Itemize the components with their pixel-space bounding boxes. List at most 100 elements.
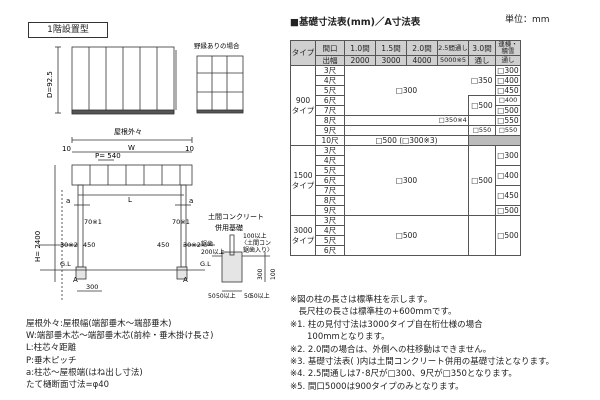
- cell-900-col6: □550: [495, 115, 521, 126]
- label-eave-outer: 屋根外々: [114, 127, 142, 136]
- header-col-label-bottom: 出幅: [315, 55, 345, 66]
- elevation-view: [38, 137, 215, 300]
- row-size: 3尺: [315, 215, 345, 226]
- cell-900-col6: □550: [495, 125, 521, 136]
- note-line: ※図の柱の長さは標準柱を示します。: [290, 295, 433, 305]
- left-notes: 屋根外々:屋根幅(端部垂木～端部垂木) W:端部垂木芯～端部垂木芯(前枠・垂木掛…: [26, 318, 213, 391]
- doma-sub: 50以上: [216, 292, 236, 300]
- cell-3000-main: □500: [344, 215, 469, 256]
- doma-sub2: 50以上: [250, 292, 270, 300]
- doma-100b: 100: [270, 268, 277, 280]
- header-col-4: 2.5間通し: [437, 40, 469, 56]
- row-size: 4尺: [315, 75, 345, 86]
- row-size: 3尺: [315, 65, 345, 76]
- cell-900-row10-na: [468, 135, 521, 146]
- label-GL-left: G.L: [60, 260, 71, 268]
- note-line: 長尺柱の長さは標準柱の+600mmです。: [290, 307, 457, 318]
- cell-900-col5c: □550: [468, 125, 496, 136]
- cell-900-col5-empty: [468, 115, 496, 126]
- row-size: 8尺: [315, 115, 345, 126]
- cell-900-col6: □500: [495, 105, 521, 116]
- label-70-right: 70※1: [172, 218, 190, 226]
- doma-50-left: 50: [208, 293, 216, 300]
- installation-diagram: D=92.5 野縁ありの場合 屋根外々: [34, 41, 277, 300]
- note-line: L:柱芯々距離: [26, 343, 77, 354]
- row-size: 9尺: [315, 205, 345, 216]
- label-H: H= 2400: [34, 231, 42, 262]
- header-col-6: 連棟・積雪: [495, 40, 521, 56]
- row-size: 10尺: [315, 135, 345, 146]
- foundation-detail: [212, 234, 270, 292]
- cell-900-empty: [344, 115, 438, 126]
- cell-3000-col6: □500: [495, 215, 521, 256]
- cell-900-col6: □400: [495, 75, 521, 86]
- header-col-1: 1.0間: [344, 40, 376, 56]
- header-col-6-sub: 通し: [495, 55, 521, 66]
- row-size: 6尺: [315, 175, 345, 186]
- header-col-1-sub: 2000: [344, 55, 376, 66]
- note-line: P:垂木ピッチ: [26, 355, 77, 366]
- right-notes: ※図の柱の長さは標準柱を示します。 長尺柱の長さは標準柱の+600mmです。 ※…: [290, 294, 554, 393]
- note-line: たて樋断面寸法=φ40: [26, 380, 110, 391]
- note-line: 100mmとなります。: [290, 332, 390, 343]
- label-450-right: 450: [157, 241, 169, 249]
- cell-1500-col6: □300: [495, 145, 521, 166]
- cell-900-col5b: □500: [468, 95, 496, 116]
- label-450-left: 450: [83, 241, 95, 249]
- label-GL-right: G.L: [200, 260, 211, 268]
- doma-note-1: 鋸歯: [201, 240, 213, 248]
- note-line: ※5. 間口5000は900タイプのみとなります。: [290, 381, 464, 392]
- doma-title-1: 土間コンクリート: [208, 212, 264, 221]
- row-size: 5尺: [315, 165, 345, 176]
- cell-900-col6: □300: [495, 65, 521, 76]
- doma-note-2: 200以上: [201, 248, 224, 256]
- label-P: P= 540: [95, 152, 121, 160]
- label-W: W: [128, 144, 135, 152]
- row-size: 6尺: [315, 245, 345, 256]
- header-col-2-sub: 3000: [375, 55, 407, 66]
- row-size: 7尺: [315, 105, 345, 116]
- row-size: 9尺: [315, 125, 345, 136]
- cell-1500-col6: □500: [495, 205, 521, 216]
- foundation-table: タイプ 間口 1.0間 1.5間 2.0間 2.5間通し 3.0間 連棟・積雪 …: [290, 40, 521, 256]
- cell-900-col4: □350※4: [437, 115, 469, 126]
- label-30-right: 30※2: [183, 241, 201, 249]
- label-10-left: 10: [62, 145, 71, 153]
- cell-900-col6: □450: [495, 85, 521, 96]
- section-title: 1階設置型: [28, 22, 108, 38]
- wall-caption: 野縁ありの場合: [194, 41, 240, 50]
- note-line: a:柱芯～屋根端(はね出し寸法): [26, 367, 143, 378]
- note-line: ※2. 2.0間の場合は、外側への柱移動はできません。: [290, 344, 492, 355]
- row-size: 6尺: [315, 95, 345, 106]
- cell-1500-main: □300: [344, 145, 469, 216]
- row-size: 3尺: [315, 145, 345, 156]
- cell-900-main: □300: [344, 65, 469, 116]
- header-col-3-sub: 4000: [406, 55, 438, 66]
- row-size: 8尺: [315, 195, 345, 206]
- row-size: 5尺: [315, 235, 345, 246]
- wall-variant-view: [196, 55, 244, 114]
- note-line: ※3. 基礎寸法表( )内は土間コンクリート併用の基礎寸法となります。: [290, 357, 555, 368]
- cell-900-col6: □400: [495, 95, 521, 106]
- doma-50-right: 50: [244, 293, 252, 300]
- cell-900-empty: [344, 125, 469, 136]
- row-size: 7尺: [315, 185, 345, 196]
- header-col-4-sub: 5000※5: [437, 55, 469, 66]
- header-col-2: 1.5間: [375, 40, 407, 56]
- note-line: W:端部垂木芯～端部垂木芯(前枠・垂木掛け長さ): [26, 331, 214, 342]
- label-L: L: [128, 196, 132, 204]
- doma-300: 300: [257, 268, 264, 280]
- header-col-5-sub: 通し: [468, 55, 496, 66]
- doma-100-3: 鋸歯入り〉: [243, 246, 273, 254]
- label-a-right: a: [189, 197, 193, 205]
- header-col-5: 3.0間: [468, 40, 496, 56]
- header-col-label-top: 間口: [315, 40, 345, 56]
- cell-900-col5a: □350: [468, 65, 496, 96]
- header-col-3: 2.0間: [406, 40, 438, 56]
- cell-1500-col6: □450: [495, 185, 521, 206]
- cell-900-row10: □500 (□300※3): [344, 135, 469, 146]
- plan-view: [55, 46, 177, 115]
